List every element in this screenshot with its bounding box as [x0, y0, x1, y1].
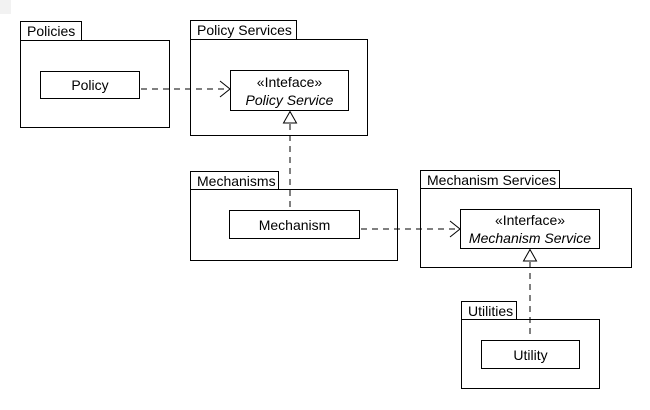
- class-name-utility: Utility: [513, 346, 548, 363]
- class-box-utility: Utility: [481, 340, 580, 369]
- package-tab-mechanism-services: Mechanism Services: [420, 170, 560, 189]
- package-tab-utilities: Utilities: [461, 301, 517, 320]
- package-label-policies: Policies: [27, 23, 76, 39]
- class-name-policy: Policy: [71, 77, 109, 93]
- class-name-mechanism: Mechanism: [258, 216, 331, 233]
- package-label-policy-services: Policy Services: [197, 22, 292, 38]
- package-tab-policy-services: Policy Services: [190, 20, 297, 40]
- class-box-policy: Policy: [40, 71, 140, 99]
- package-label-utilities: Utilities: [468, 302, 514, 319]
- package-label-mechanism-services: Mechanism Services: [427, 171, 557, 188]
- corner-artifact: [0, 0, 11, 14]
- interface-name-policy-service: Policy Service: [245, 91, 334, 108]
- interface-box-mechanism-service: «Interface» Mechanism Service: [460, 209, 600, 249]
- package-tab-mechanisms: Mechanisms: [190, 171, 279, 190]
- stereotype-label-mechanism-service: «Interface»: [494, 212, 566, 228]
- stereotype-label-policy-service: «Inteface»: [256, 73, 323, 90]
- interface-name-mechanism-service: Mechanism Service: [468, 230, 592, 246]
- package-tab-policies: Policies: [20, 21, 82, 41]
- interface-box-policy-service: «Inteface» Policy Service: [230, 70, 349, 111]
- package-label-mechanisms: Mechanisms: [197, 172, 276, 189]
- class-box-mechanism: Mechanism: [229, 210, 360, 239]
